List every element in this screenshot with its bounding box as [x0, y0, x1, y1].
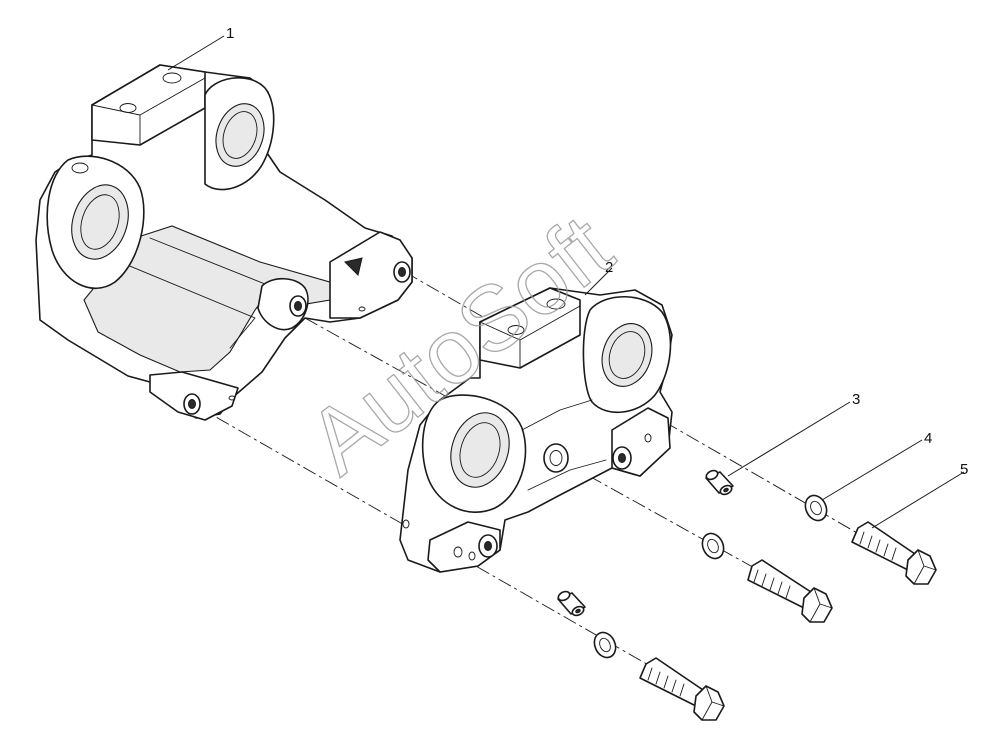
callout-labels: 1 2 3 4 5 [226, 25, 968, 478]
leader-5 [871, 471, 965, 529]
bracket-top-block [479, 287, 581, 369]
housing-inner-cavity [83, 225, 341, 373]
callout-5: 5 [960, 461, 968, 478]
part-4-washers [593, 494, 828, 659]
callout-1: 1 [226, 25, 234, 42]
leader-1 [167, 35, 225, 71]
dowel-pin-lower [557, 590, 586, 617]
bolt-middle [747, 559, 833, 623]
leader-3 [727, 401, 851, 477]
leader-2 [584, 267, 613, 296]
housing-middle-lug [257, 277, 309, 331]
housing-upper-lug [329, 231, 413, 319]
washer-lower [593, 631, 617, 659]
washer-upper [804, 494, 828, 522]
callout-2: 2 [605, 259, 613, 276]
bracket-right-bore [601, 323, 653, 387]
leader-lines [167, 35, 965, 529]
housing-left-bore [71, 184, 129, 260]
bolt-upper [851, 521, 937, 585]
bracket-lower-foot [427, 521, 501, 573]
housing-right-bore [215, 103, 265, 167]
dowel-pin-upper [705, 469, 734, 496]
bolt-lower [639, 657, 725, 721]
part-3-dowel-pins [557, 469, 734, 617]
callout-3: 3 [852, 391, 860, 408]
part-1-bracket-housing [35, 64, 413, 421]
bracket-left-bore [450, 412, 510, 488]
part-2-bracket [399, 287, 673, 573]
part-5-bolts [639, 521, 937, 721]
callout-4: 4 [924, 430, 932, 447]
washer-middle [701, 532, 725, 560]
leader-4 [821, 439, 923, 501]
